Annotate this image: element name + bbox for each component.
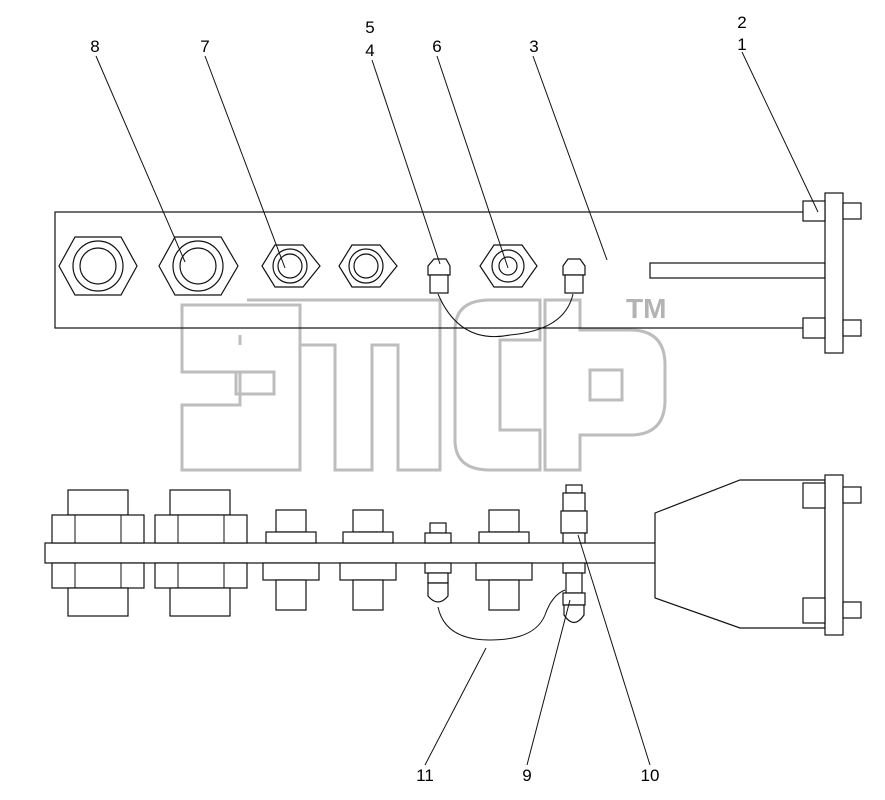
callout-4: 4 (365, 41, 374, 60)
fitting-7-top (261, 244, 321, 288)
bolt-head-front-upper (802, 482, 826, 509)
bolt-end-front-upper (842, 486, 862, 504)
trademark-symbol: TM (626, 293, 666, 324)
callout-labels: 8 7 5 4 6 3 2 1 11 9 10 (90, 13, 746, 785)
callout-1: 1 (737, 35, 746, 54)
bracket (654, 479, 826, 629)
fitting-medium-front (339, 509, 397, 611)
fitting-large-top (158, 236, 239, 296)
bolt-end-upper (842, 202, 862, 220)
callout-10: 10 (641, 766, 660, 785)
callout-9: 9 (522, 766, 531, 785)
watermark-logo: TM (180, 293, 667, 472)
callout-6: 6 (432, 37, 441, 56)
wire-front (437, 589, 566, 641)
bolt-end-front-lower (842, 601, 862, 619)
flange-front (824, 474, 844, 636)
callout-7: 7 (200, 37, 209, 56)
front-view (44, 474, 862, 641)
valve-assembly-front (560, 484, 588, 624)
bolt-head-front-lower (802, 597, 826, 624)
top-view (54, 192, 862, 354)
bolt-head-upper (802, 200, 826, 222)
plug-4-front (424, 522, 452, 603)
fitting-6-top (479, 244, 538, 288)
leader-lines (95, 51, 819, 766)
fitting-8-front (51, 489, 145, 617)
plug-right-top (562, 258, 586, 294)
slot-bar (649, 262, 826, 279)
bolt-head-lower (802, 317, 826, 339)
bolt-end-lower (842, 319, 862, 337)
callout-11: 11 (416, 766, 434, 785)
fitting-8-top (58, 236, 138, 296)
flange-top (824, 192, 844, 354)
fitting-medium-top (338, 244, 398, 288)
fitting-7-front (262, 509, 320, 611)
wire-top (437, 293, 574, 338)
callout-3: 3 (529, 37, 538, 56)
fitting-large-front (154, 489, 248, 617)
callout-5: 5 (365, 18, 374, 37)
plug-4-top (427, 258, 451, 294)
callout-8: 8 (90, 37, 99, 56)
callout-2: 2 (737, 13, 746, 32)
fitting-6-front (475, 509, 533, 611)
